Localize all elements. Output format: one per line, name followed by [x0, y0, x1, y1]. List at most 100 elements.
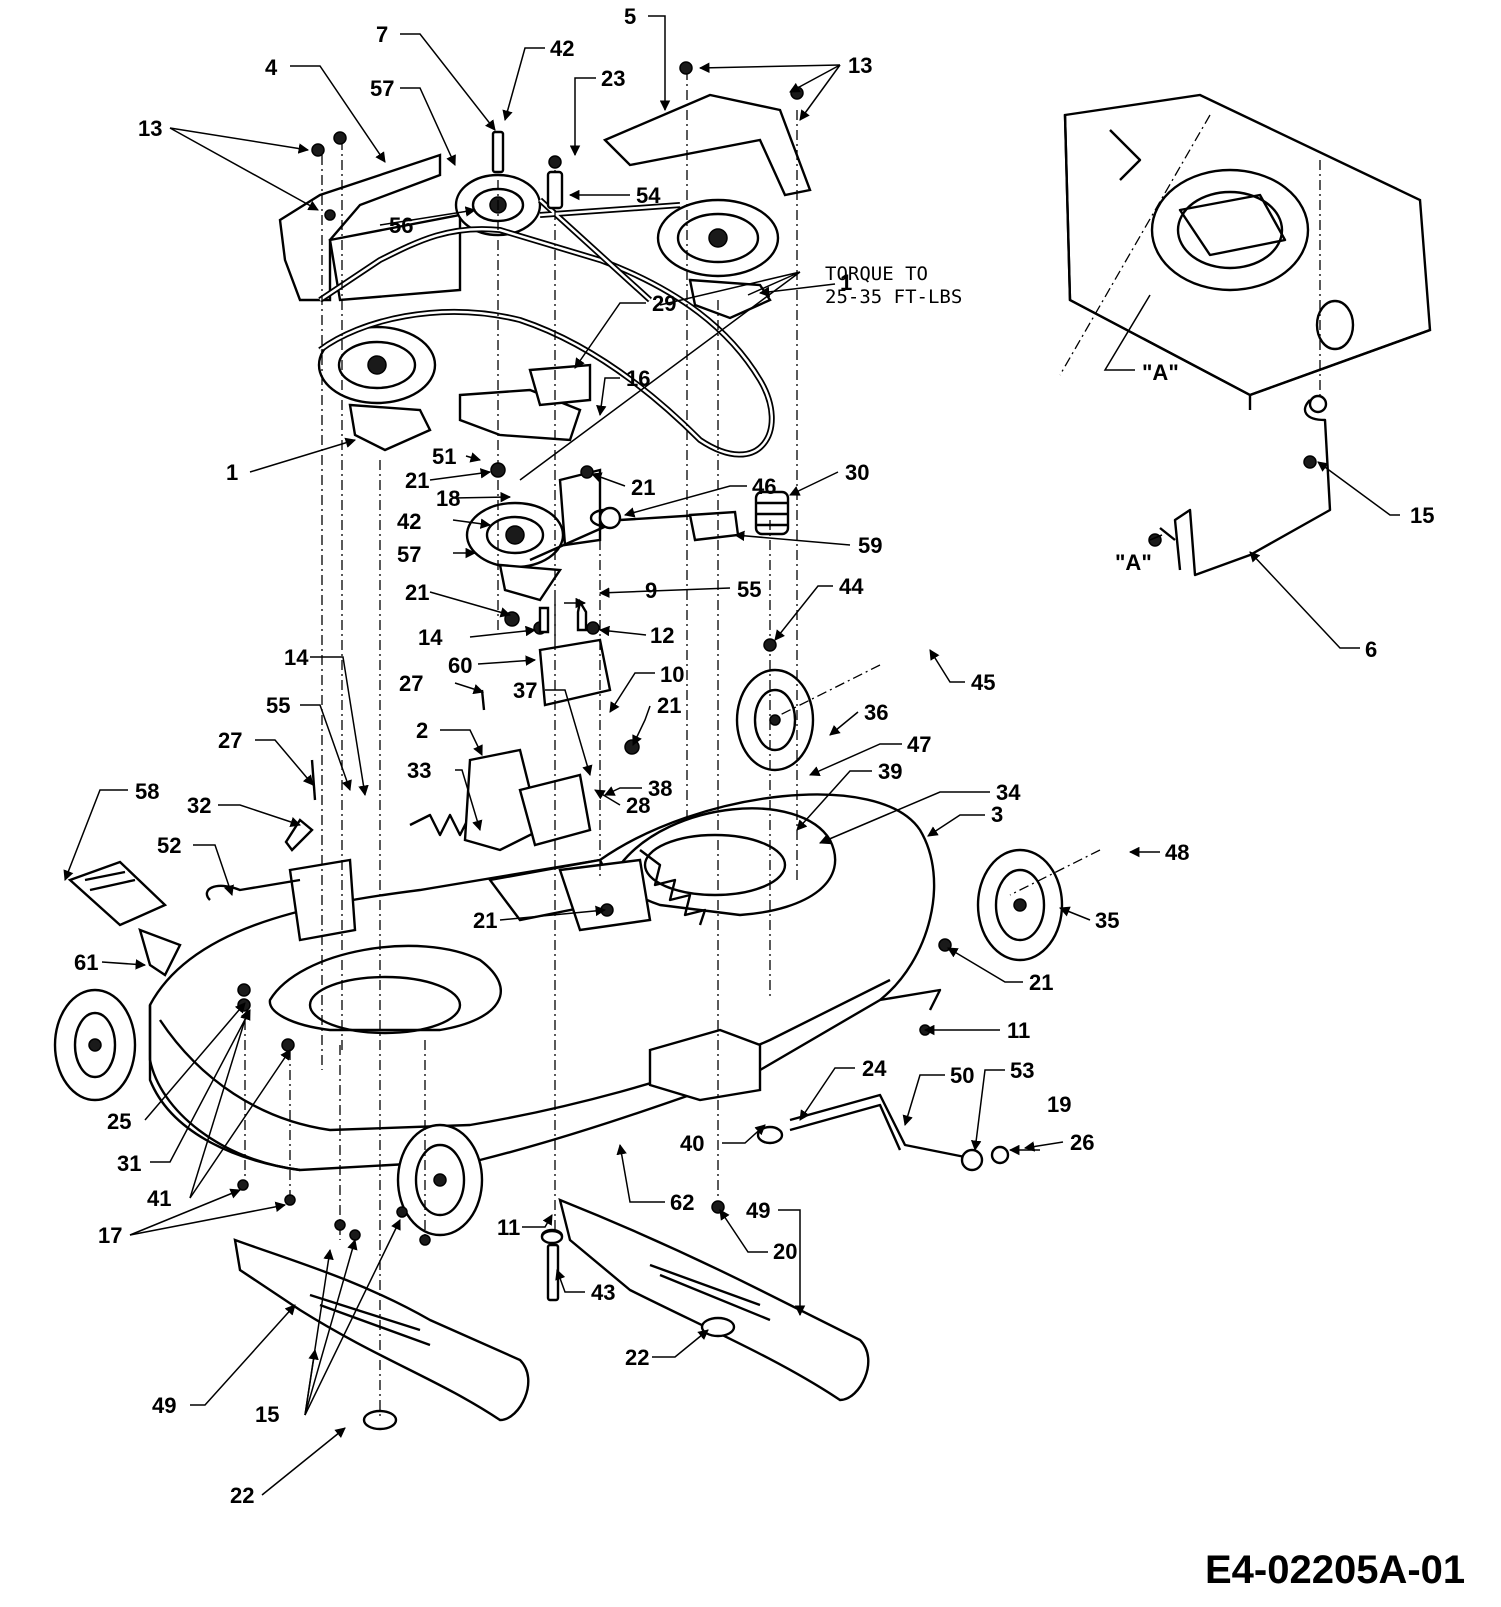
- torque-note: TORQUE TO 25-35 FT-LBS: [825, 263, 962, 308]
- callout-label: 54: [636, 183, 661, 208]
- reference-label-a: "A": [1142, 360, 1179, 385]
- callout-label: 13: [848, 53, 872, 78]
- lift-rod: [1173, 394, 1332, 577]
- callout-label: 41: [147, 1186, 171, 1211]
- gauge-wheel-left: [53, 988, 137, 1102]
- callout-label: 56: [389, 213, 413, 238]
- callout-label: 5: [624, 4, 636, 29]
- callout-label: 57: [397, 542, 421, 567]
- gauge-wheel-rear: [735, 668, 815, 772]
- callout-label: 53: [1010, 1058, 1034, 1083]
- torque-note-line2: 25-35 FT-LBS: [825, 286, 962, 308]
- callout-label: 16: [626, 366, 650, 391]
- callout-label: 49: [746, 1198, 770, 1223]
- callout-label: 14: [418, 625, 443, 650]
- callout-label: 50: [950, 1063, 974, 1088]
- callout-label: 28: [626, 793, 650, 818]
- callout-label: 61: [74, 950, 98, 975]
- callout-label: 10: [660, 662, 684, 687]
- callout-label: 42: [397, 509, 421, 534]
- callout-label: 12: [650, 623, 674, 648]
- callout-label: 44: [839, 574, 864, 599]
- callout-label: 24: [862, 1056, 887, 1081]
- deck-decal: [67, 860, 182, 977]
- callout-label: 6: [1365, 637, 1377, 662]
- callout-label: 23: [601, 66, 625, 91]
- callout-labels: 1 1 2 3 4 5 6 7 8 9 10 11 11 12 13 13 14…: [74, 4, 1434, 1508]
- callout-label: 21: [631, 475, 655, 500]
- gauge-wheel-front: [396, 1123, 484, 1237]
- callout-label: 33: [407, 758, 431, 783]
- callout-label: 2: [416, 718, 428, 743]
- callout-label: 7: [376, 22, 388, 47]
- callout-label: 49: [152, 1393, 176, 1418]
- callout-label: 60: [448, 653, 472, 678]
- callout-label: 36: [864, 700, 888, 725]
- callout-label: 37: [513, 678, 537, 703]
- spindle-pulley-right: [656, 198, 780, 320]
- callout-label: 15: [255, 1402, 279, 1427]
- callout-label: 51: [432, 444, 456, 469]
- callout-label: 1: [840, 270, 852, 295]
- callout-label: 11: [1007, 1018, 1030, 1043]
- callout-label: 39: [878, 759, 902, 784]
- reference-label-a: "A": [1115, 550, 1152, 575]
- callout-label: 46: [752, 474, 776, 499]
- callout-label: 34: [996, 780, 1021, 805]
- mower-deck: [148, 793, 942, 1172]
- callout-label: 19: [1047, 1092, 1071, 1117]
- callout-label: 47: [907, 732, 931, 757]
- callout-label: 27: [399, 671, 423, 696]
- filter-canister: [754, 490, 790, 536]
- callout-label: 25: [107, 1109, 131, 1134]
- callout-label: 57: [370, 76, 394, 101]
- callout-label: 1: [226, 460, 238, 485]
- callout-label: 21: [1029, 970, 1053, 995]
- callout-label: 15: [1410, 503, 1434, 528]
- callout-label: 48: [1165, 840, 1189, 865]
- callout-label: 38: [648, 776, 672, 801]
- idler-bracket: [458, 363, 612, 707]
- callout-label: 20: [773, 1239, 797, 1264]
- callout-label: 62: [670, 1190, 694, 1215]
- drawing-number: E4-02205A-01: [1205, 1548, 1465, 1592]
- callout-label: 14: [284, 645, 309, 670]
- belt-cover-right: [602, 93, 812, 197]
- callout-label: 21: [405, 580, 429, 605]
- blade-left: [233, 1238, 530, 1422]
- callout-label: 21: [657, 693, 681, 718]
- callout-label: 11: [497, 1215, 520, 1240]
- callout-label: 21: [473, 908, 497, 933]
- spindle-pulley-left: [317, 325, 437, 452]
- callout-label: 26: [1070, 1130, 1094, 1155]
- callout-label: 29: [652, 291, 676, 316]
- leader-lines: [63, 15, 1400, 1496]
- callout-label: 13: [138, 116, 162, 141]
- callout-label: 30: [845, 460, 869, 485]
- callout-label: 4: [265, 55, 278, 80]
- callout-label: 9: [645, 578, 657, 603]
- callout-label: 32: [187, 793, 211, 818]
- chassis-inset: [1063, 93, 1432, 410]
- callout-label: 21: [405, 468, 429, 493]
- torque-note-line1: TORQUE TO: [825, 263, 928, 285]
- callout-label: 52: [157, 833, 181, 858]
- callout-label: 43: [591, 1280, 615, 1305]
- callout-label: 35: [1095, 908, 1119, 933]
- callout-label: 27: [218, 728, 242, 753]
- callout-label: 22: [230, 1483, 254, 1508]
- callout-label: 55: [266, 693, 290, 718]
- callout-label: 22: [625, 1345, 649, 1370]
- callout-label: 3: [991, 802, 1003, 827]
- callout-label: 40: [680, 1131, 704, 1156]
- callout-label: 42: [550, 36, 574, 61]
- callout-label: 45: [971, 670, 995, 695]
- belt-cover-left: [278, 153, 462, 302]
- mounting-bracket-center: [463, 748, 592, 852]
- callout-label: 58: [135, 779, 159, 804]
- callout-label: 55: [737, 577, 761, 602]
- callout-label: 31: [117, 1151, 141, 1176]
- callout-label: 17: [98, 1223, 122, 1248]
- callout-label: 59: [858, 533, 882, 558]
